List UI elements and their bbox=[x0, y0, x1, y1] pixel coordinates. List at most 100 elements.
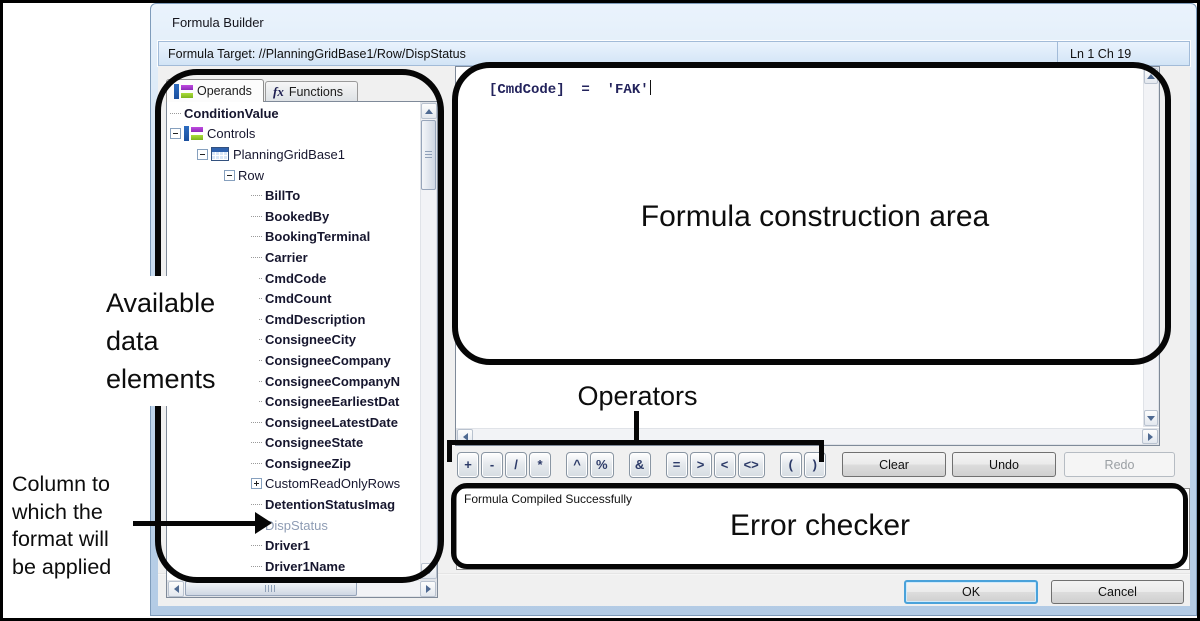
cancel-button[interactable]: Cancel bbox=[1051, 580, 1184, 604]
scroll-left-button[interactable] bbox=[168, 581, 184, 597]
controls-icon bbox=[184, 126, 203, 142]
tree-item-CustomReadOnlyRows[interactable]: CustomReadOnlyRows bbox=[168, 474, 416, 495]
tree-connector bbox=[251, 462, 262, 464]
operator-button-<[interactable]: < bbox=[713, 451, 736, 478]
label-formula-construction-area: Formula construction area bbox=[640, 200, 990, 233]
tab-operands-label: Operands bbox=[197, 84, 252, 98]
tree-item-label: ConditionValue bbox=[184, 105, 279, 121]
scroll-right-button[interactable] bbox=[1142, 429, 1158, 444]
tree-item-ConditionValue[interactable]: ConditionValue bbox=[168, 103, 416, 124]
tree-item-Driver1Name[interactable]: Driver1Name bbox=[168, 556, 416, 577]
operator-button-+[interactable]: + bbox=[457, 451, 479, 478]
tree-item-label: CmdCode bbox=[265, 270, 327, 286]
tree-item-BookedBy[interactable]: BookedBy bbox=[168, 206, 416, 227]
operator-button-([interactable]: ( bbox=[779, 451, 802, 478]
collapse-icon[interactable] bbox=[197, 148, 208, 160]
tree-item-Driver1[interactable]: Driver1 bbox=[168, 535, 416, 556]
tree-item-ConsigneeState[interactable]: ConsigneeState bbox=[168, 433, 416, 454]
operator-button-/[interactable]: / bbox=[505, 451, 527, 478]
bottom-separator bbox=[158, 573, 1190, 575]
dispstatus-arrow-head bbox=[255, 512, 272, 534]
operator-button->[interactable]: > bbox=[689, 451, 712, 478]
label-available-data-elements: Available data elements bbox=[90, 276, 258, 406]
tree-item-label: ConsigneeZip bbox=[265, 455, 351, 471]
tree-item-label: Controls bbox=[207, 126, 256, 142]
operator-button-=[interactable]: = bbox=[665, 451, 688, 478]
operator-button-*[interactable]: * bbox=[529, 451, 551, 478]
redo-button[interactable]: Redo bbox=[1064, 452, 1175, 477]
collapse-icon[interactable] bbox=[170, 128, 181, 140]
tree-connector bbox=[251, 421, 262, 423]
tree-item-BillTo[interactable]: BillTo bbox=[168, 185, 416, 206]
undo-button[interactable]: Undo bbox=[952, 452, 1056, 477]
tree-item-label: BillTo bbox=[265, 188, 301, 204]
operator-button-^[interactable]: ^ bbox=[566, 451, 588, 478]
tree-item-Controls[interactable]: Controls bbox=[168, 124, 416, 145]
tab-functions[interactable]: fx Functions bbox=[265, 81, 358, 102]
tree-item-label: DetentionStatusImag bbox=[265, 497, 396, 513]
left-arrow-icon bbox=[462, 432, 468, 441]
tree-item-label: ConsigneeEarliestDat bbox=[265, 394, 400, 410]
ok-button[interactable]: OK bbox=[904, 580, 1038, 604]
tree-item-label: DispStatus bbox=[265, 517, 328, 533]
clear-button[interactable]: Clear bbox=[842, 452, 946, 477]
fx-icon: fx bbox=[273, 84, 284, 99]
tree-item-label: Driver1Name bbox=[265, 558, 346, 574]
tree-vertical-scrollbar[interactable] bbox=[420, 102, 437, 580]
tree-item-label: ConsigneeLatestDate bbox=[265, 414, 398, 430]
tree-connector bbox=[251, 236, 262, 238]
tree-item-PlanningGridBase1[interactable]: PlanningGridBase1 bbox=[168, 144, 416, 165]
right-arrow-icon bbox=[1147, 432, 1153, 441]
tree-item-label: Driver1 bbox=[265, 538, 310, 554]
dispstatus-arrow-line bbox=[133, 521, 257, 526]
tree-item-DetentionStatusImag[interactable]: DetentionStatusImag bbox=[168, 494, 416, 515]
scroll-right-button[interactable] bbox=[420, 581, 436, 597]
operator-button--[interactable]: - bbox=[481, 451, 503, 478]
tree-item-Carrier[interactable]: Carrier bbox=[168, 247, 416, 268]
tree-item-BookingTerminal[interactable]: BookingTerminal bbox=[168, 227, 416, 248]
tree-vscroll-thumb[interactable] bbox=[421, 120, 436, 190]
scroll-down-button[interactable] bbox=[1144, 410, 1158, 426]
formula-target-bar: Formula Target: //PlanningGridBase1/Row/… bbox=[158, 41, 1190, 66]
up-arrow-icon bbox=[1147, 73, 1155, 79]
operator-toolbar: +-/*^%&=><<>() bbox=[457, 451, 828, 478]
compile-status-message: Formula Compiled Successfully bbox=[464, 492, 633, 506]
scroll-up-button[interactable] bbox=[421, 103, 437, 119]
grid-icon bbox=[211, 147, 229, 162]
right-arrow-icon bbox=[425, 585, 431, 593]
formula-vertical-scrollbar[interactable] bbox=[1143, 67, 1159, 427]
tree-item-label: BookingTerminal bbox=[265, 229, 371, 245]
tree-horizontal-scrollbar[interactable] bbox=[167, 580, 437, 597]
operators-bracket-left-end bbox=[447, 440, 452, 462]
operator-button-&[interactable]: & bbox=[628, 451, 651, 478]
left-arrow-icon bbox=[173, 585, 179, 593]
tree-hscroll-thumb[interactable] bbox=[185, 581, 357, 596]
tree-item-label: CmdDescription bbox=[265, 311, 366, 327]
formula-text: [CmdCode] = 'FAK' bbox=[489, 80, 651, 98]
label-error-checker: Error checker bbox=[729, 509, 911, 542]
tab-functions-label: Functions bbox=[288, 85, 344, 99]
tree-connector bbox=[251, 504, 262, 506]
tree-connector bbox=[251, 256, 262, 258]
tree-item-Row[interactable]: Row bbox=[168, 165, 416, 186]
operator-button-<>[interactable]: <> bbox=[737, 451, 765, 478]
scroll-down-button[interactable] bbox=[421, 563, 437, 579]
expand-icon[interactable] bbox=[251, 478, 262, 490]
tree-item-ConsigneeZip[interactable]: ConsigneeZip bbox=[168, 453, 416, 474]
label-operators: Operators bbox=[577, 381, 698, 411]
operators-bracket-stem bbox=[634, 411, 639, 442]
scroll-up-button[interactable] bbox=[1144, 68, 1158, 84]
down-arrow-icon bbox=[425, 568, 433, 574]
tree-connector bbox=[251, 195, 262, 197]
collapse-icon[interactable] bbox=[224, 169, 235, 181]
operators-bracket-line bbox=[447, 440, 824, 445]
operands-tree-panel bbox=[166, 101, 438, 598]
tree-item-ConsigneeLatestDate[interactable]: ConsigneeLatestDate bbox=[168, 412, 416, 433]
tree-item-label: Carrier bbox=[265, 249, 308, 265]
tree-item-label: ConsigneeState bbox=[265, 435, 364, 451]
tree-connector bbox=[251, 565, 262, 567]
operator-button-%[interactable]: % bbox=[590, 451, 614, 478]
tab-operands[interactable]: Operands bbox=[166, 79, 264, 102]
tree-item-label: ConsigneeCity bbox=[265, 332, 357, 348]
